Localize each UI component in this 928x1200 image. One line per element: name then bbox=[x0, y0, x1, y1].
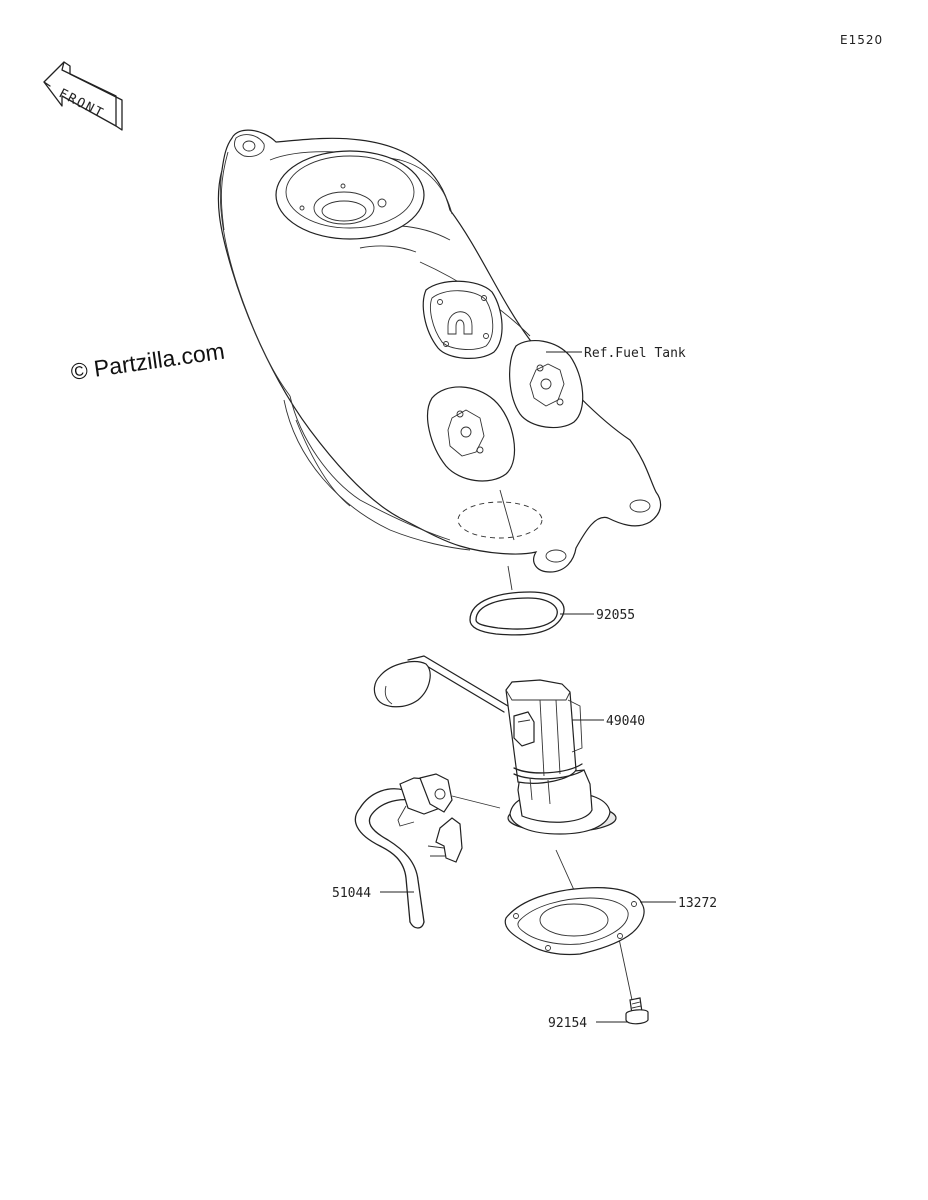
o-ring-part-number: 92055 bbox=[596, 608, 635, 623]
fuel-pump-part bbox=[373, 655, 617, 835]
gasket-plate-part-number: 13272 bbox=[678, 896, 717, 911]
fuel-tank bbox=[217, 129, 662, 573]
front-direction-arrow-icon: FRONT bbox=[43, 61, 123, 131]
fuel-hose-part bbox=[354, 773, 501, 929]
bolt-part bbox=[625, 997, 649, 1025]
diagram-code: E1520 bbox=[840, 33, 883, 47]
partzilla-watermark: © Partzilla.com bbox=[69, 338, 226, 385]
ref-fuel-tank-label: Ref.Fuel Tank bbox=[584, 346, 686, 361]
gasket-plate-part bbox=[504, 887, 645, 956]
bolt-part-number: 92154 bbox=[548, 1016, 587, 1031]
fuel-pump-part-number: 49040 bbox=[606, 714, 645, 729]
front-label: FRONT bbox=[56, 86, 107, 122]
o-ring-part bbox=[469, 591, 565, 636]
fuel-hose-part-number: 51044 bbox=[332, 886, 371, 901]
